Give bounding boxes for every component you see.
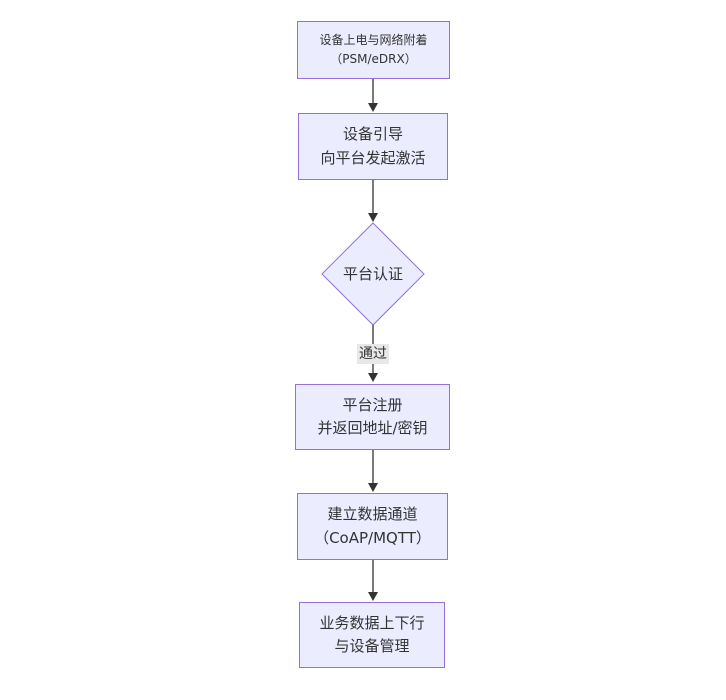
node-business-data: 业务数据上下行 与设备管理 bbox=[299, 602, 445, 668]
node-text-line: 业务数据上下行 bbox=[319, 613, 425, 632]
node-data-channel: 建立数据通道 （CoAP/MQTT） bbox=[297, 493, 448, 560]
node-text-line: （CoAP/MQTT） bbox=[314, 528, 431, 547]
node-bootstrap: 设备引导 向平台发起激活 bbox=[298, 113, 448, 180]
edge-register-to-channel bbox=[368, 450, 378, 492]
node-power-attach: 设备上电与网络附着 （PSM/eDRX） bbox=[297, 21, 450, 79]
arrowhead-down-icon bbox=[368, 213, 378, 222]
node-text-line: 设备上电与网络附着 bbox=[319, 32, 428, 47]
arrowhead-down-icon bbox=[368, 483, 378, 492]
node-text-line: 与设备管理 bbox=[334, 637, 410, 655]
node-text-line: 并返回地址/密钥 bbox=[317, 419, 428, 437]
arrowhead-down-icon bbox=[368, 103, 378, 112]
edge-bootstrap-to-auth bbox=[368, 180, 378, 222]
edge-label-pass: 通过 bbox=[357, 344, 389, 365]
node-text-line: 向平台发起激活 bbox=[320, 148, 426, 167]
node-text-line: 建立数据通道 bbox=[327, 505, 418, 524]
node-text-line: 设备引导 bbox=[342, 125, 403, 144]
decision-platform-auth-label: 平台认证 bbox=[342, 265, 403, 283]
arrowhead-down-icon bbox=[368, 592, 378, 601]
arrowhead-down-icon bbox=[368, 373, 378, 382]
edge-channel-to-business bbox=[368, 560, 378, 601]
edge-power-to-bootstrap bbox=[368, 79, 378, 112]
node-register: 平台注册 并返回地址/密钥 bbox=[295, 384, 450, 450]
node-text-line: 平台注册 bbox=[342, 395, 403, 414]
node-text-line: （PSM/eDRX） bbox=[330, 52, 417, 66]
